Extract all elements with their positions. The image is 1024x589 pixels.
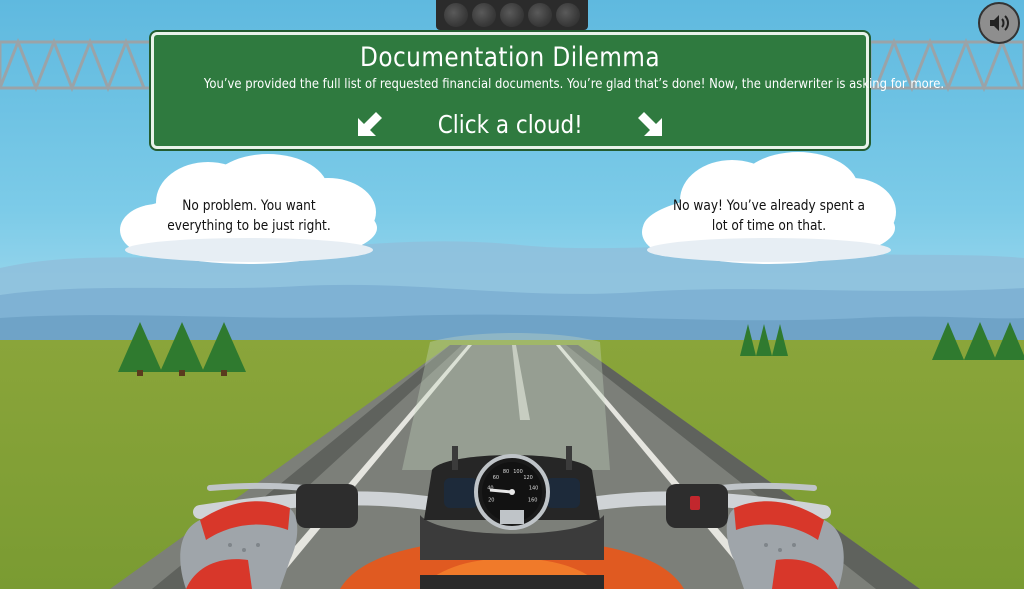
cloud-right-line-2: lot of time on that.: [711, 218, 827, 234]
left-glove: [180, 501, 298, 589]
speedometer-tick-label: 80: [503, 469, 509, 475]
traffic-lights: [436, 0, 588, 30]
speedometer-tick-label: 160: [528, 498, 538, 504]
cloud-left-line-1: No problem. You want: [182, 198, 316, 214]
cloud-shape: [120, 154, 377, 264]
light-2: [472, 3, 496, 27]
click-a-cloud-label: Click a cloud!: [437, 109, 583, 139]
speedometer-tick-label: 60: [493, 475, 499, 481]
right-glove: [726, 501, 844, 589]
speedometer-tick-label: 120: [523, 475, 533, 481]
cloud-option-left[interactable]: No problem. You want everything to be ju…: [118, 150, 380, 266]
speaker-icon: [990, 15, 1009, 31]
sound-toggle-button[interactable]: [978, 2, 1020, 44]
cloud-right-text: No way! You’ve already spent a lot of ti…: [661, 196, 878, 236]
cloud-left-text: No problem. You want everything to be ju…: [139, 196, 359, 236]
light-4: [528, 3, 552, 27]
cloud-option-right[interactable]: No way! You’ve already spent a lot of ti…: [640, 150, 898, 266]
sign-description: You’ve provided the full list of request…: [203, 76, 945, 92]
arrow-down-right-icon: [638, 112, 663, 136]
light-3: [500, 3, 524, 27]
arrow-down-left-icon: [357, 112, 382, 136]
light-5: [556, 3, 580, 27]
speedometer-tick-label: 100: [513, 469, 523, 475]
cloud-shape: [642, 152, 896, 264]
speedometer-tick-label: 140: [529, 486, 539, 492]
windshield: [402, 333, 610, 470]
highway-sign: Documentation Dilemma You’ve provided th…: [151, 32, 945, 149]
sign-cta: Click a cloud!: [154, 107, 866, 141]
cloud-left-line-2: everything to be just right.: [167, 218, 331, 234]
sign-title: Documentation Dilemma: [360, 42, 660, 73]
cloud-right-line-1: No way! You’ve already spent a: [672, 198, 866, 214]
speedometer-tick-label: 40: [487, 486, 493, 492]
light-1: [444, 3, 468, 27]
speedometer-tick-label: 20: [488, 498, 494, 504]
speedometer: [474, 454, 550, 530]
